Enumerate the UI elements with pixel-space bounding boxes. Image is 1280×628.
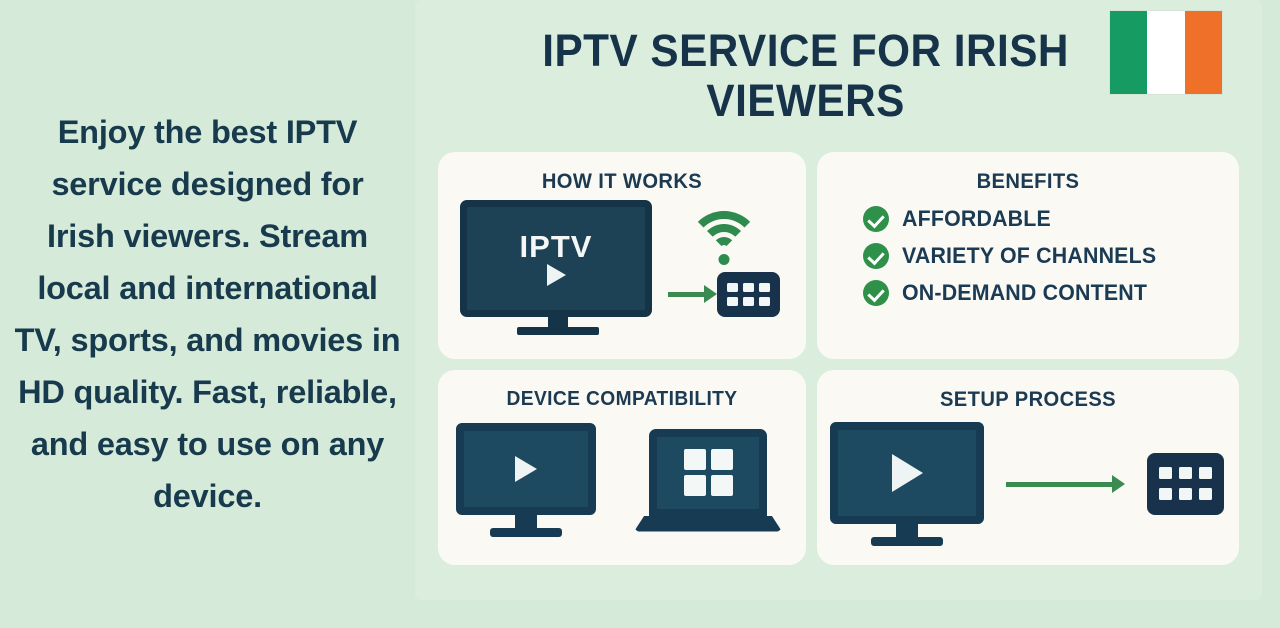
intro-column: Enjoy the best IPTV service designed for… [0,0,415,628]
box-pip [759,296,770,306]
monitor-stand-foot [871,537,943,546]
content-panel: IPTV SERVICE FOR IRISH VIEWERS HOW IT WO… [415,0,1262,600]
check-circle-icon [863,206,889,232]
list-item[interactable]: VARIETY OF CHANNELS [863,243,1239,269]
box-pip [1159,467,1172,479]
wifi-arc-inner [712,236,736,260]
card-device-compatibility[interactable]: DEVICE COMPATIBILITY [438,370,806,565]
tv-icon: IPTV [460,200,656,335]
arrow-right-icon [1006,475,1125,493]
arrow-shaft [1006,481,1112,487]
device-compatibility-illustration [438,411,806,537]
laptop-screen [649,428,767,517]
grid-square [683,449,706,470]
box-pip [743,296,754,306]
wifi-icon [685,210,763,265]
wifi-dot [718,253,730,265]
box-pip [759,282,770,292]
box-pip [743,282,754,292]
monitor-screen [830,422,984,524]
flag-band-white [1147,11,1185,94]
check-circle-icon [863,243,889,269]
monitor-stand-neck [896,524,918,537]
grid-icon [683,449,733,496]
tv-stand-foot [517,327,599,335]
play-icon [891,454,923,492]
benefit-label: VARIETY OF CHANNELS [902,243,1157,268]
card-benefits[interactable]: BENEFITS AFFORDABLE VARIETY OF CHANNELS … [817,152,1239,359]
monitor-stand-foot [490,528,562,537]
box-pip [1199,467,1212,479]
arrow-head [1112,475,1125,493]
box-pip [1179,467,1192,479]
set-top-box-icon [1147,453,1224,515]
box-pip [727,282,738,292]
signal-cluster [660,210,788,321]
laptop-icon [634,428,782,532]
monitor-stand-neck [515,515,537,528]
card-title-setup-process: SETUP PROCESS [939,388,1117,411]
benefits-list: AFFORDABLE VARIETY OF CHANNELS ON-DEMAND… [817,194,1239,306]
box-pip [727,296,738,306]
flag-band-orange [1184,11,1222,94]
wifi-arc-middle [700,223,748,272]
card-title-benefits: BENEFITS [976,170,1080,193]
benefit-label: ON-DEMAND CONTENT [902,280,1148,305]
card-setup-process[interactable]: SETUP PROCESS [817,370,1239,565]
intro-paragraph: Enjoy the best IPTV service designed for… [14,114,401,514]
setup-process-illustration [817,412,1239,546]
card-grid: HOW IT WORKS IPTV [437,152,1240,565]
box-pip [1199,487,1212,500]
wifi-arc-outer [687,210,761,285]
tv-screen: IPTV [460,200,652,317]
grid-square [710,449,733,470]
header: IPTV SERVICE FOR IRISH VIEWERS [437,0,1240,152]
check-circle-icon [863,280,889,306]
grid-square [683,475,706,496]
laptop-base [634,515,782,532]
monitor-icon [830,422,984,546]
box-pip [1159,487,1172,500]
irish-flag-icon [1110,11,1222,94]
how-it-works-illustration: IPTV [438,194,806,335]
grid-square [710,475,733,496]
benefit-label: AFFORDABLE [902,206,1051,231]
play-icon [546,264,566,286]
arrow-head [704,285,717,303]
arrow-shaft [668,291,704,297]
card-how-it-works[interactable]: HOW IT WORKS IPTV [438,152,806,359]
play-icon [515,456,537,482]
card-title-device-compatibility: DEVICE COMPATIBILITY [506,388,738,410]
flag-band-green [1110,11,1148,94]
monitor-screen [456,423,596,515]
monitor-icon [456,423,596,537]
list-item[interactable]: AFFORDABLE [863,206,1239,232]
card-title-how-it-works: HOW IT WORKS [541,170,703,193]
list-item[interactable]: ON-DEMAND CONTENT [863,280,1239,306]
box-pip [1179,487,1192,500]
tv-screen-label: IPTV [519,229,593,264]
page-title: IPTV SERVICE FOR IRISH VIEWERS [542,25,1069,127]
tv-stand-neck [548,317,568,327]
arrow-right-icon [668,285,717,303]
